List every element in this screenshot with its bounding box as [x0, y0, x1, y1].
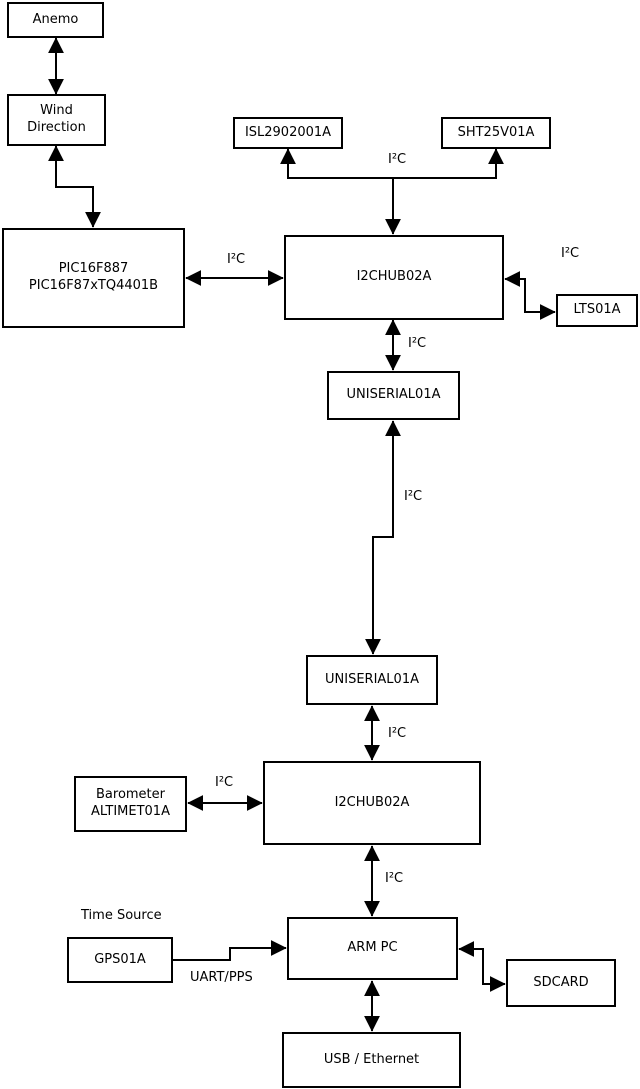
box-arm-pc: ARM PC [287, 917, 458, 980]
box-sdcard: SDCARD [506, 959, 616, 1007]
label-i2c-pic-hub1: I²C [227, 252, 246, 267]
box-lts01a-label: LTS01A [573, 302, 621, 318]
box-usb-ethernet-label: USB / Ethernet [323, 1051, 420, 1067]
connector-uniserial1-uniserial2 [365, 420, 401, 655]
box-wind-direction-label: Wind Direction [27, 103, 86, 135]
box-i2chub02a-2-label: I2CHUB02A [334, 794, 410, 810]
box-sht25v01a-label: SHT25V01A [457, 124, 535, 140]
box-usb-ethernet: USB / Ethernet [282, 1032, 461, 1088]
box-uniserial01a-2-label: UNISERIAL01A [325, 671, 419, 687]
connector-wind-pic [48, 145, 101, 228]
box-barometer-altimet01a: Barometer ALTIMET01A [74, 776, 187, 832]
connector-armpc-sdcard [458, 941, 506, 992]
label-uart-pps: UART/PPS [190, 970, 253, 985]
connector-hub1-lts [504, 271, 556, 320]
box-sht25v01a: SHT25V01A [441, 117, 551, 149]
box-uniserial01a-1: UNISERIAL01A [327, 371, 460, 420]
label-i2c-hub2-armpc: I²C [385, 871, 404, 886]
box-i2chub02a-2: I2CHUB02A [263, 761, 481, 845]
box-wind-direction: Wind Direction [7, 94, 106, 146]
box-barometer-altimet01a-label: Barometer ALTIMET01A [91, 787, 170, 819]
box-anemo: Anemo [7, 2, 104, 38]
box-i2chub02a-1-label: I2CHUB02A [356, 269, 432, 285]
box-arm-pc-label: ARM PC [347, 940, 398, 956]
box-sdcard-label: SDCARD [533, 974, 589, 990]
connector-gps-armpc [173, 940, 287, 961]
label-i2c-uniserial-link: I²C [404, 489, 423, 504]
label-i2c-hub1-uniserial1: I²C [408, 336, 427, 351]
box-uniserial01a-1-label: UNISERIAL01A [346, 387, 441, 403]
label-time-source: Time Source [81, 908, 162, 923]
box-lts01a: LTS01A [556, 294, 638, 327]
label-i2c-lts: I²C [561, 246, 580, 261]
box-gps01a-label: GPS01A [94, 951, 146, 967]
label-i2c-barometer: I²C [215, 775, 234, 790]
box-uniserial01a-2: UNISERIAL01A [306, 655, 438, 705]
box-pic16f887: PIC16F887 PIC16F87xTQ4401B [2, 228, 185, 328]
box-i2chub02a-1: I2CHUB02A [284, 235, 504, 320]
label-i2c-uniserial2-hub2: I²C [388, 726, 407, 741]
box-anemo-label: Anemo [32, 11, 79, 27]
box-gps01a: GPS01A [67, 937, 173, 983]
box-isl2902001a: ISL2902001A [233, 117, 343, 149]
label-i2c-top-branch: I²C [388, 152, 407, 167]
box-isl2902001a-label: ISL2902001A [244, 124, 332, 140]
box-pic16f887-label: PIC16F887 PIC16F87xTQ4401B [28, 261, 159, 293]
